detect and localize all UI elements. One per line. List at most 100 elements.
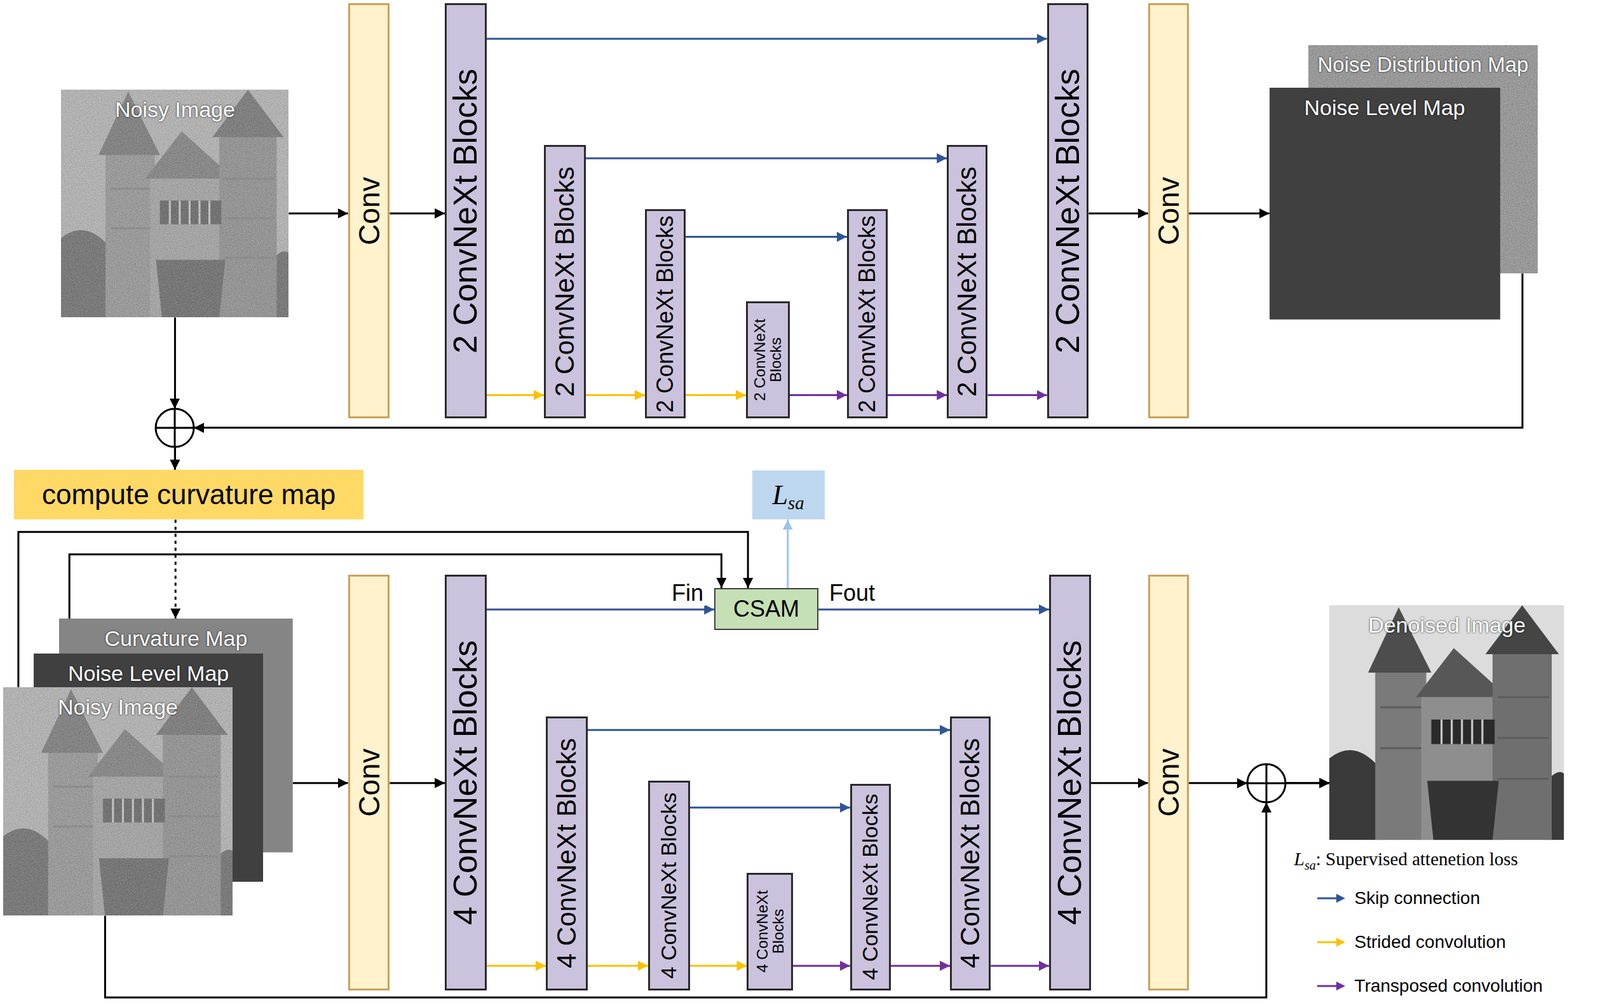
noise-overlay	[3, 686, 233, 916]
legend-row: Strided convolution	[1316, 928, 1506, 955]
sum-circle	[1247, 763, 1286, 802]
connector-arrow	[486, 38, 1048, 41]
connector-arrow	[685, 235, 848, 238]
input-image: Noisy Image	[3, 686, 233, 916]
convnext-block: 2 ConvNeXt Blocks	[1047, 3, 1090, 419]
connector-arrow	[288, 212, 348, 215]
rotated-label: 2 ConvNeXt Blocks	[1049, 68, 1086, 354]
rotated-label: Conv	[352, 747, 386, 816]
image-caption: Noise Level Map	[67, 660, 229, 685]
block-label: 4 ConvNeXt Blocks	[752, 890, 787, 973]
math-symbol: sa	[787, 493, 804, 515]
connector-arrow	[587, 964, 649, 967]
image-illustration	[1329, 604, 1564, 840]
rotated-label: 4 ConvNeXt Blocks	[1051, 639, 1088, 925]
convnext-block: 4 ConvNeXt Blocks	[1049, 574, 1092, 990]
legend-row: Skip connection	[1316, 885, 1481, 911]
sum-circle	[155, 408, 194, 447]
connector-arrow	[389, 781, 445, 784]
map-ground	[1269, 87, 1501, 320]
swatch-line	[1317, 984, 1339, 987]
legend-swatch	[1316, 934, 1346, 950]
loss-definition: Lsa: Supervised attenetion loss	[1293, 847, 1519, 870]
label-row: Noisy Image	[3, 694, 233, 720]
image-illustration	[61, 89, 289, 318]
connector-arrow	[486, 608, 715, 611]
rotated-label: 2 ConvNeXt Blocks	[952, 166, 982, 397]
convnext-block: 4 ConvNeXt Blocks	[545, 716, 588, 990]
label-row: Noise Level Map	[33, 660, 264, 686]
conv-layer: Conv	[348, 574, 391, 990]
sum-plus	[155, 408, 194, 447]
arrowhead	[169, 398, 180, 409]
annotation-text: L	[1293, 847, 1305, 870]
connector-arrow	[685, 393, 746, 396]
rotated-label: 2 ConvNeXt Blocks	[751, 311, 784, 408]
junction-arrowheads	[169, 398, 1272, 813]
convnext-block: 2 ConvNeXt Blocks	[444, 3, 487, 419]
rotated-label: 4 ConvNeXt Blocks	[858, 793, 882, 980]
process-box: compute curvature map	[13, 469, 363, 520]
castle-picture	[3, 686, 233, 916]
sum-plus	[1247, 763, 1286, 802]
legend-text: Strided convolution	[1354, 931, 1506, 952]
castle-picture	[61, 89, 289, 318]
connector-arrow	[585, 156, 947, 159]
conv-layer: Conv	[1148, 574, 1189, 990]
block-label: 2 ConvNeXt Blocks	[1049, 68, 1086, 354]
image-caption: Noisy Image	[57, 694, 178, 719]
connector-arrow	[389, 212, 445, 215]
castle-picture	[1329, 604, 1564, 840]
sum-junction	[155, 408, 1286, 802]
connector-arrow	[690, 806, 851, 809]
label-row: Curvature Map	[59, 625, 293, 651]
block-label: 4 ConvNeXt Blocks	[656, 792, 681, 979]
image-caption: Denoised Image	[1368, 612, 1526, 637]
image-caption: Noise Distribution Map	[1317, 52, 1529, 77]
block-label: Conv	[352, 176, 386, 245]
convnext-block: 2 ConvNeXt Blocks	[847, 209, 888, 419]
connector-arrow	[793, 964, 851, 967]
block-label: 2 ConvNeXt Blocks	[446, 68, 484, 354]
swatch-line	[1317, 897, 1339, 900]
block-label: 4 ConvNeXt Blocks	[955, 738, 985, 969]
swatch-arrowhead	[1336, 937, 1346, 947]
connector-arrow	[818, 608, 1050, 611]
connector-arrow	[786, 519, 789, 588]
rotated-label: 4 ConvNeXt Blocks	[447, 639, 484, 925]
legend-text: Skip connection	[1354, 887, 1481, 909]
label-row: Noisy Image	[61, 97, 289, 123]
edge-label-patch: Fin	[669, 580, 706, 606]
connector-arrow	[587, 728, 950, 731]
attention-module: CSAM	[714, 587, 819, 630]
sky	[1329, 604, 1564, 840]
arrowhead	[193, 422, 204, 433]
block-label: Conv	[1151, 176, 1185, 245]
label-row: CSAM	[733, 595, 800, 622]
block-label: 2 ConvNeXt Blocks	[854, 215, 881, 413]
swatch-line	[1317, 941, 1339, 943]
connector-arrow	[789, 393, 848, 396]
rotated-label: Conv	[352, 176, 386, 245]
rotated-label: 4 ConvNeXt Blocks	[955, 738, 985, 969]
math-symbol: L	[772, 479, 788, 512]
legend-swatch	[1316, 890, 1346, 906]
edge-label: Fout	[829, 579, 875, 606]
block-label: 2 ConvNeXt Blocks	[651, 215, 678, 413]
output-image: Denoised Image	[1329, 604, 1564, 840]
convnext-block: 4 ConvNeXt Blocks	[444, 574, 487, 990]
box-label: compute curvature map	[41, 478, 336, 511]
edge-label: Fin	[671, 579, 704, 606]
connector-arrow	[292, 781, 349, 784]
connector-arrow	[1088, 212, 1148, 215]
annotation-text: sa	[1304, 857, 1316, 873]
noise-level-map: Noise Level Map	[1269, 87, 1501, 320]
block-label: Conv	[1151, 747, 1185, 816]
label-row: compute curvature map	[41, 478, 336, 511]
block-label: 4 ConvNeXt Blocks	[1050, 639, 1088, 925]
swatch-arrowhead	[1336, 893, 1346, 903]
legend-text: Transposed convolution	[1354, 975, 1543, 996]
sky	[3, 686, 233, 916]
rotated-label: Conv	[1152, 747, 1185, 816]
connector-arrow	[890, 964, 950, 967]
